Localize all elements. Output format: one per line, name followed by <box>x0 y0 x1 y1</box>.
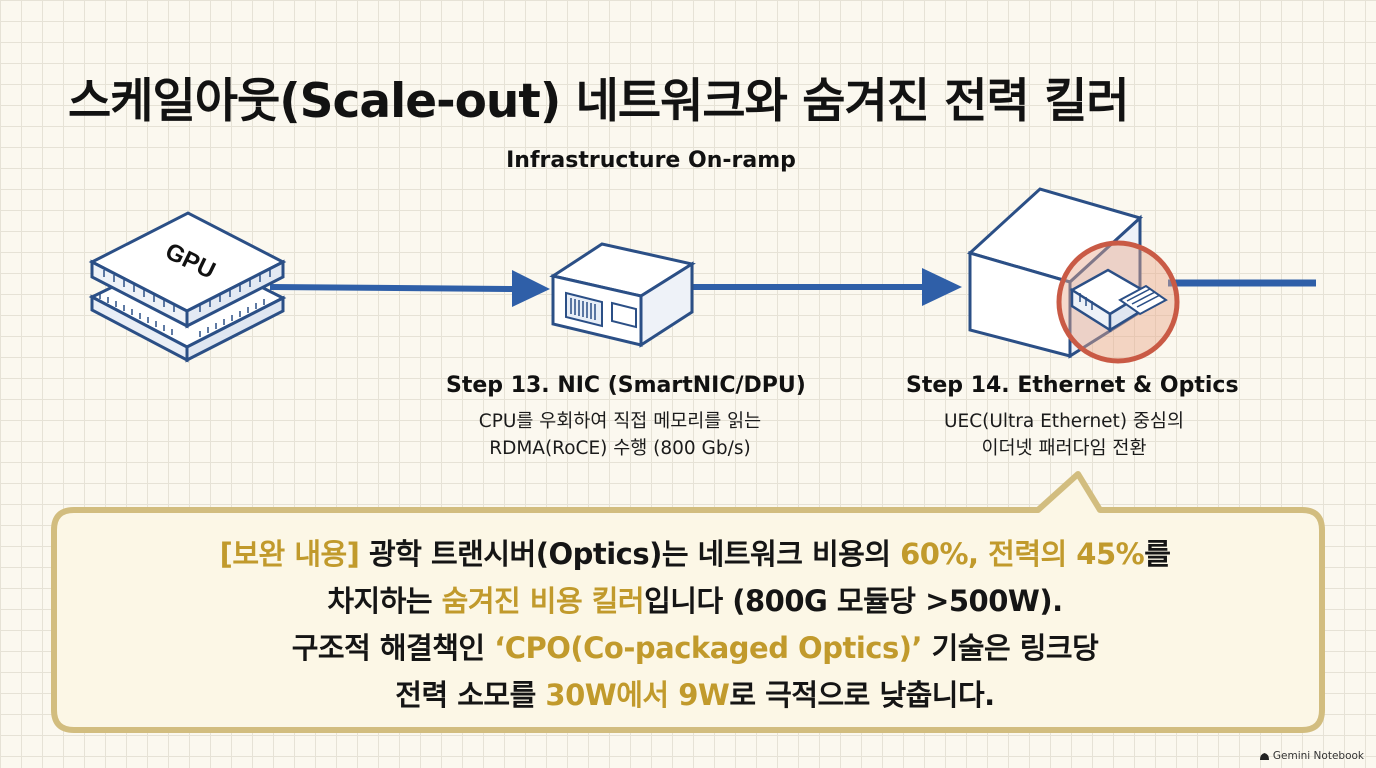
nic-to-switch-arrowhead <box>922 268 962 306</box>
callout-line3-text-b: 기술은 링크당 <box>921 631 1099 665</box>
step13-description: CPU를 우회하여 직접 메모리를 읽는 RDMA(RoCE) 수행 (800 … <box>420 408 820 462</box>
callout-line4-text-a: 전력 소모를 <box>395 678 546 712</box>
callout-line4-highlight: 30W에서 9W <box>545 678 730 712</box>
step14-title: Step 14. Ethernet & Optics <box>906 373 1239 398</box>
callout-line3-text-a: 구조적 해결책인 <box>291 631 495 665</box>
brand-label: Gemini Notebook <box>1272 750 1364 762</box>
step13-title: Step 13. NIC (SmartNIC/DPU) <box>446 373 806 398</box>
gpu-to-nic-line <box>269 284 516 292</box>
step14-desc-line2: 이더넷 패러다임 전환 <box>981 438 1147 459</box>
step14-description: UEC(Ultra Ethernet) 중심의 이더넷 패러다임 전환 <box>864 408 1264 462</box>
nic-card-icon <box>549 242 696 348</box>
callout-line1-highlight: 60%, 전력의 45% <box>900 537 1145 571</box>
flow-arrows <box>269 268 1316 307</box>
supplement-tag: [보완 내용] <box>219 537 360 571</box>
callout-bubble <box>51 471 1325 733</box>
ethernet-plug-icon <box>1056 240 1180 364</box>
callout-line3-highlight: ‘CPO(Co-packaged Optics)’ <box>494 631 922 665</box>
brand-watermark: Gemini Notebook <box>1259 750 1364 762</box>
callout-line4-text-b: 로 극적으로 낮춥니다. <box>729 678 995 712</box>
gpu-to-nic-arrowhead <box>512 270 550 307</box>
callout-text: [보완 내용] 광학 트랜시버(Optics)는 네트워크 비용의 60%, 전… <box>80 531 1310 719</box>
step13-desc-line2: RDMA(RoCE) 수행 (800 Gb/s) <box>489 438 751 459</box>
step14-desc-line1: UEC(Ultra Ethernet) 중심의 <box>944 411 1184 432</box>
diagram-subtitle: Infrastructure On-ramp <box>506 148 796 173</box>
step13-desc-line1: CPU를 우회하여 직접 메모리를 읽는 <box>478 411 762 432</box>
callout-line-2: 차지하는 숨겨진 비용 킬러입니다 (800G 모듈당 >500W). <box>80 578 1310 625</box>
callout-line2-highlight: 숨겨진 비용 킬러 <box>441 584 645 618</box>
callout-line-4: 전력 소모를 30W에서 9W로 극적으로 낮춥니다. <box>80 672 1310 719</box>
callout-line-3: 구조적 해결책인 ‘CPO(Co-packaged Optics)’ 기술은 링… <box>80 625 1310 672</box>
callout-line2-text-b: 입니다 (800G 모듈당 >500W). <box>644 584 1063 618</box>
callout-line1-text-a: 광학 트랜시버(Optics)는 네트워크 비용의 <box>359 537 901 571</box>
page-title: 스케일아웃(Scale-out) 네트워크와 숨겨진 전력 킬러 <box>68 74 1130 129</box>
gpu-chip-icon: GPU <box>88 211 287 363</box>
callout-line1-text-b: 를 <box>1144 537 1171 571</box>
callout-line2-text-a: 차지하는 <box>327 584 442 618</box>
callout-line-1: [보완 내용] 광학 트랜시버(Optics)는 네트워크 비용의 60%, 전… <box>80 531 1310 578</box>
brand-logo-icon <box>1259 752 1269 760</box>
